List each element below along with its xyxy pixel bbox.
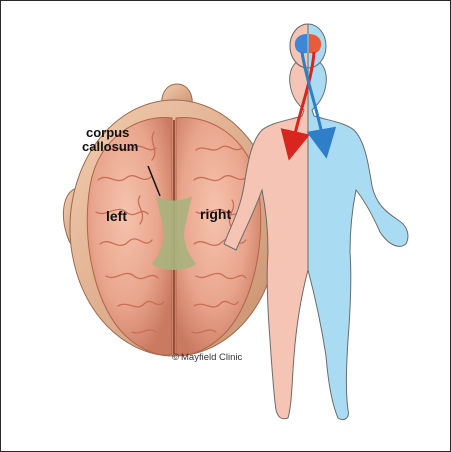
body-right-half: [308, 58, 408, 420]
label-corpus: corpus: [86, 126, 129, 139]
copyright-symbol: ©: [172, 352, 179, 363]
credit-line: ©Mayfield Clinic: [172, 352, 242, 363]
label-right: right: [200, 207, 231, 221]
label-callosum: callosum: [82, 140, 138, 153]
credit-text: Mayfield Clinic: [181, 352, 242, 363]
label-left: left: [106, 209, 127, 223]
